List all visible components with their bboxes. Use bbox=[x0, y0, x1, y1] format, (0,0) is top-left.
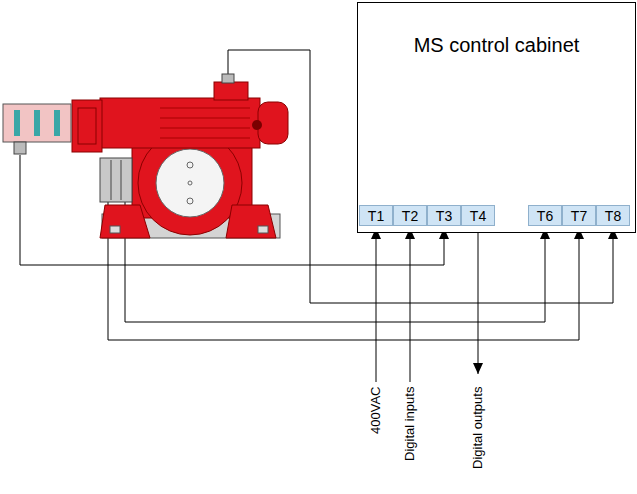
cam bbox=[14, 110, 20, 136]
terminal-label: T6 bbox=[537, 208, 553, 224]
input-arrow bbox=[410, 228, 411, 382]
signal-label: Digital inputs bbox=[403, 387, 418, 461]
motor-terminal-box bbox=[214, 82, 248, 100]
terminal-label: T8 bbox=[605, 208, 621, 224]
terminal-label: T1 bbox=[368, 208, 384, 224]
terminal-label: T3 bbox=[436, 208, 452, 224]
bolt-hole bbox=[187, 198, 193, 204]
signal-label: 400VAC bbox=[369, 387, 384, 434]
sensor-block bbox=[100, 158, 132, 202]
motor-fin bbox=[160, 128, 250, 129]
terminal-label: T7 bbox=[571, 208, 587, 224]
bolt bbox=[258, 226, 268, 233]
cam bbox=[54, 110, 60, 136]
motor-fin bbox=[160, 108, 250, 109]
foot bbox=[226, 205, 276, 238]
motor bbox=[100, 98, 260, 148]
coupling-detail bbox=[78, 108, 96, 144]
control-cabinet: MS control cabinetT1 T2 T3 T4 T6 T7 T8 bbox=[357, 2, 636, 233]
terminal-label: T2 bbox=[402, 208, 418, 224]
terminal-block: T3 bbox=[427, 205, 461, 226]
terminal-block: T1 bbox=[359, 205, 393, 226]
limit-switch bbox=[3, 104, 71, 142]
motor-end-cap bbox=[258, 102, 288, 144]
cable-gland bbox=[222, 74, 234, 83]
motor-fin bbox=[160, 138, 250, 139]
sensor-detail bbox=[111, 160, 112, 200]
fan-hub bbox=[252, 120, 262, 130]
cable-gland bbox=[14, 142, 26, 154]
output-disc bbox=[156, 149, 224, 217]
signal-label: Digital outputs bbox=[471, 387, 486, 469]
terminal-block: T7 bbox=[562, 205, 596, 226]
motor-fin bbox=[160, 118, 250, 119]
terminal-block: T2 bbox=[393, 205, 427, 226]
terminal-block: T6 bbox=[528, 205, 562, 226]
bolt bbox=[110, 226, 120, 233]
foot bbox=[100, 205, 150, 238]
output-arrow bbox=[478, 227, 479, 374]
terminal-block: T4 bbox=[461, 205, 495, 226]
supply-arrow bbox=[376, 228, 377, 382]
bolt-hole bbox=[188, 181, 192, 185]
cabinet-title: MS control cabinet bbox=[358, 3, 635, 57]
terminal-label: T4 bbox=[470, 208, 486, 224]
bolt-hole bbox=[187, 162, 193, 168]
coupling bbox=[72, 100, 102, 152]
sensor-detail bbox=[121, 160, 122, 200]
cam bbox=[34, 110, 40, 136]
terminal-block: T8 bbox=[596, 205, 630, 226]
